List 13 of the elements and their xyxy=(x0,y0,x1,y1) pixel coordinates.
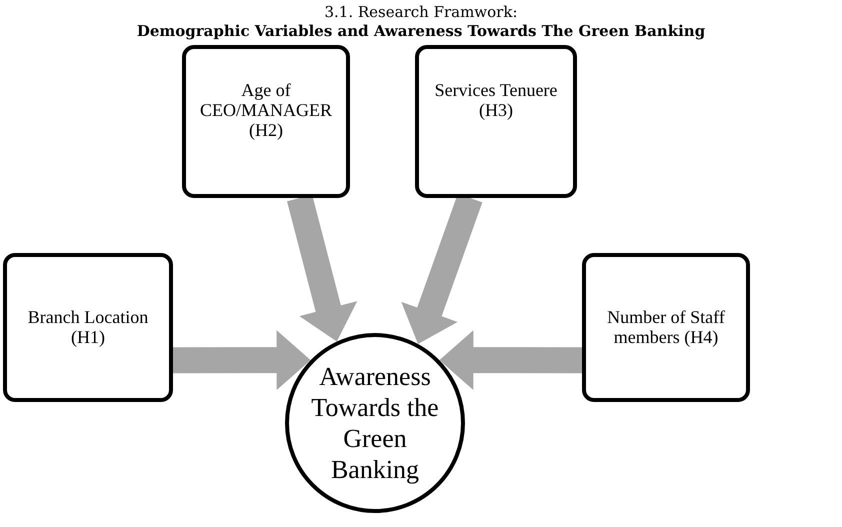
node-label: Age of CEO/MANAGER (H2) xyxy=(198,81,333,140)
node-label: Number of Staff members (H4) xyxy=(606,308,726,348)
title: 3.1. Research Framwork: xyxy=(324,3,518,21)
block-arrow xyxy=(172,330,311,390)
node-label: Awareness Towards the Green Banking xyxy=(310,360,440,486)
node-label: Services Tenuere (H3) xyxy=(434,81,558,121)
variable-box xyxy=(415,45,577,198)
variable-box xyxy=(3,253,173,402)
block-arrow xyxy=(439,330,582,390)
node-label: Branch Location (H1) xyxy=(26,308,150,348)
heading: Demographic Variables and Awareness Towards The Green Banking xyxy=(136,22,706,40)
variable-box xyxy=(582,253,750,402)
variable-box xyxy=(182,45,350,198)
